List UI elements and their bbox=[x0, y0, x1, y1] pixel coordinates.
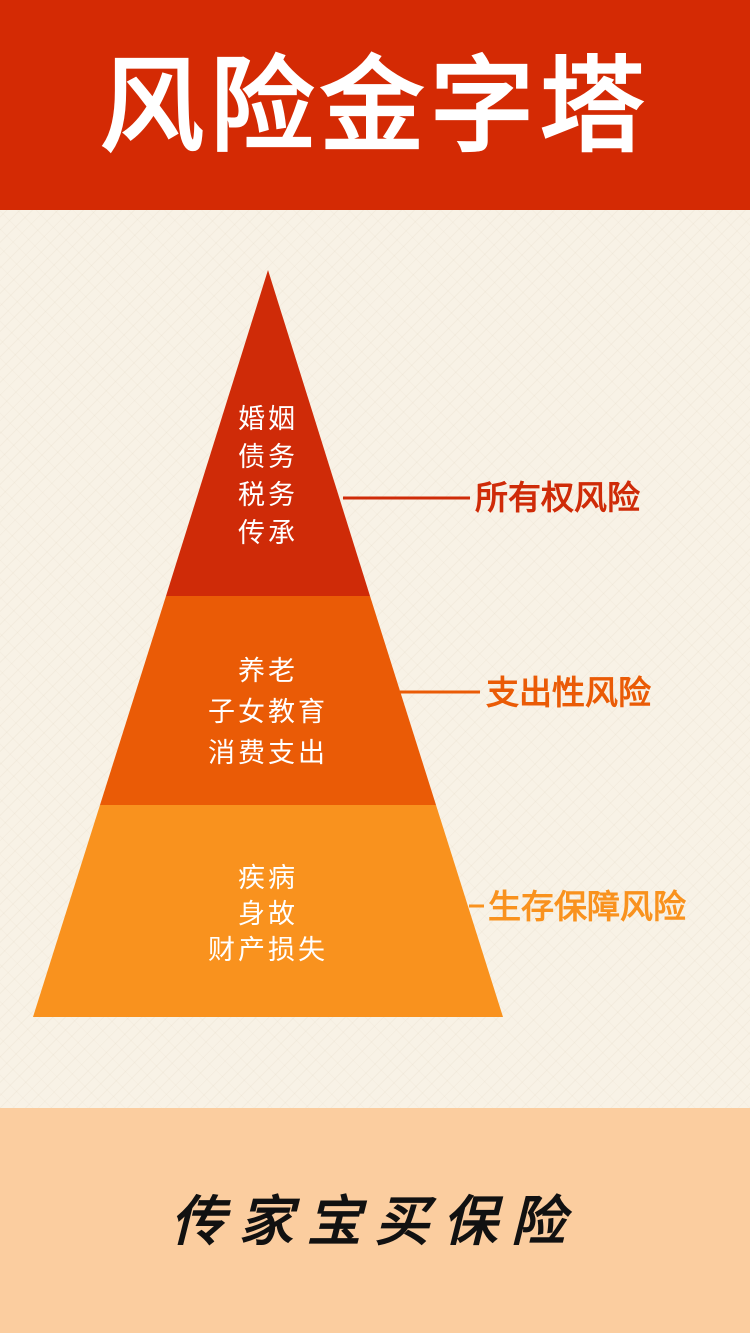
layer-item: 消费支出 bbox=[208, 738, 328, 769]
layer-item: 传承 bbox=[238, 518, 298, 549]
header-banner: 风险金字塔 bbox=[0, 0, 750, 210]
layer-item: 财产损失 bbox=[208, 935, 328, 966]
layer-item: 子女教育 bbox=[208, 697, 328, 728]
pyramid-diagram bbox=[33, 270, 503, 1017]
risk-label-expenditure: 支出性风险 bbox=[486, 673, 651, 712]
risk-label-survival: 生存保障风险 bbox=[488, 887, 686, 926]
pyramid-layer-top bbox=[166, 270, 370, 596]
layer-item: 疾病 bbox=[238, 863, 298, 894]
layer-item: 养老 bbox=[238, 656, 298, 687]
layer-item: 税务 bbox=[238, 480, 298, 511]
footer-slogan: 传家宝买保险 bbox=[171, 1189, 579, 1253]
layer-top-items: 婚姻 债务 税务 传承 bbox=[168, 401, 368, 553]
layer-item: 婚姻 bbox=[238, 404, 298, 435]
footer-banner: 传家宝买保险 bbox=[0, 1108, 750, 1333]
risk-label-ownership: 所有权风险 bbox=[475, 478, 640, 517]
layer-item: 债务 bbox=[238, 442, 298, 473]
layer-bottom-items: 疾病 身故 财产损失 bbox=[148, 861, 388, 969]
layer-middle-items: 养老 子女教育 消费支出 bbox=[148, 651, 388, 774]
page-title: 风险金字塔 bbox=[99, 45, 650, 167]
pyramid-layer-bottom bbox=[33, 805, 503, 1017]
layer-item: 身故 bbox=[238, 899, 298, 930]
pyramid-layer-middle bbox=[100, 596, 436, 805]
